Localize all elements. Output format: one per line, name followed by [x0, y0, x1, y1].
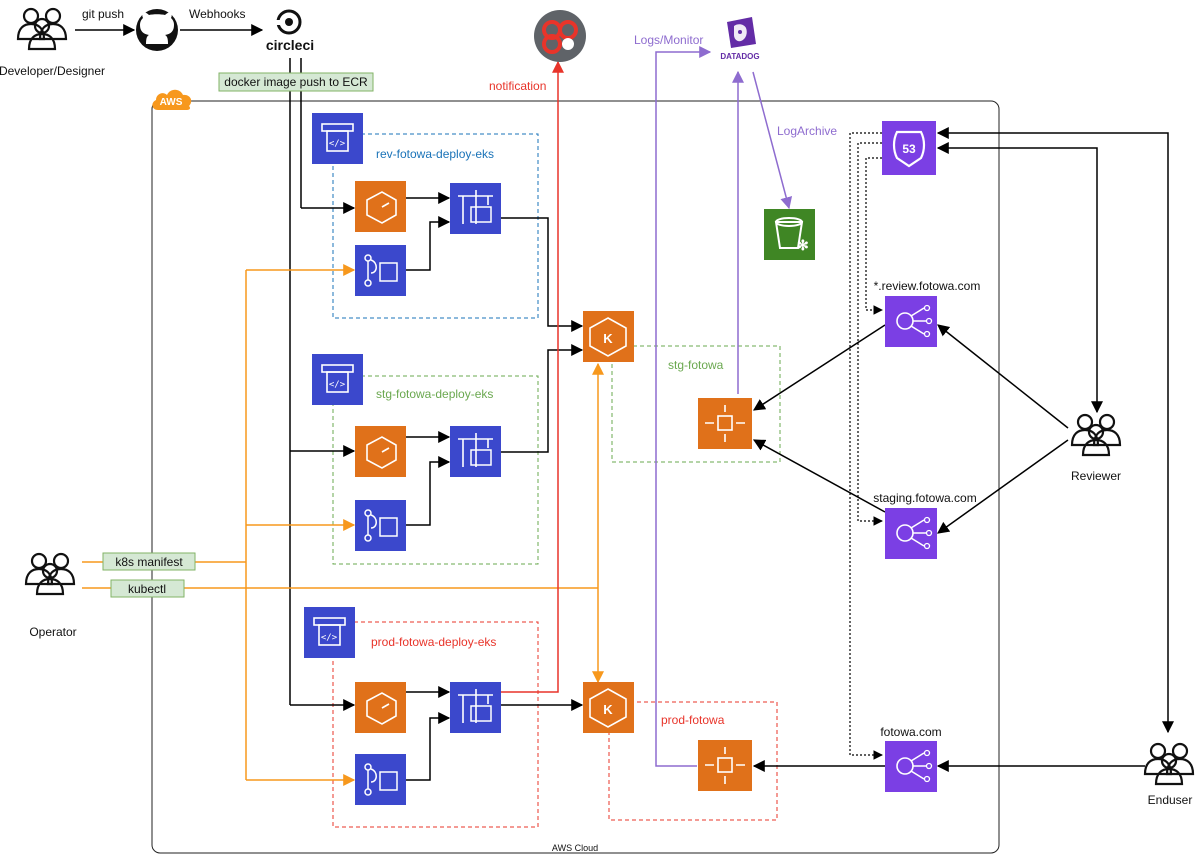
log-archive-label: LogArchive [777, 124, 837, 138]
prod-eks-icon: K [583, 682, 634, 733]
stg-codecommit-icon [355, 500, 406, 551]
reviewer-to-staging-elb [937, 439, 1069, 534]
prod-codebuild-icon: </> [304, 607, 355, 658]
aws-cloud-boundary [151, 100, 1000, 854]
prod-deploy-label: prod-fotowa-deploy-eks [371, 635, 496, 649]
svg-text:</>: </> [329, 380, 346, 390]
svg-text:</>: </> [329, 139, 346, 149]
review-elb-icon [885, 296, 937, 347]
datadog-icon [727, 17, 756, 48]
review-elb-to-stg-lb [752, 324, 886, 411]
rev-codebuild-icon: </> [312, 113, 363, 164]
route53-alias-staging [857, 142, 883, 526]
k8s-manifest-tag-text: k8s manifest [115, 555, 183, 569]
stg-deploy-label: stg-fotowa-deploy-eks [376, 387, 493, 401]
kubectl-tag: kubectl [110, 579, 185, 598]
logs-monitor-arrow [655, 46, 712, 767]
route53-icon: 53 [882, 121, 936, 175]
enduser-icon [1143, 742, 1195, 786]
datadog-label: DATADOG [720, 52, 759, 61]
staging-domain-label: staging.fotowa.com [873, 491, 976, 505]
docker-push-tag-text: docker image push to ECR [224, 75, 368, 89]
circleci-icon [276, 9, 302, 35]
stg-codedeploy-icon [450, 426, 501, 477]
stg-codecommit-to-pipeline [405, 456, 451, 526]
stg-eks-icon: K [583, 311, 634, 362]
log-archive-arrow [752, 71, 793, 210]
operator-label: Operator [29, 625, 76, 639]
stg-pipeline-to-stg-eks [501, 344, 584, 453]
notification-label: notification [489, 79, 546, 93]
svg-text:✻: ✻ [797, 237, 809, 253]
rev-codecommit-icon [355, 245, 406, 296]
notification-arrow [501, 60, 564, 693]
reviewer-label: Reviewer [1071, 469, 1121, 483]
route53-enduser-link [936, 127, 1174, 734]
opsgenie-icon [534, 10, 586, 62]
rev-ecr-icon [355, 181, 406, 232]
aws-badge: AWS [152, 89, 192, 110]
kubectl-tag-text: kubectl [128, 582, 166, 596]
datadog-connectors [655, 46, 793, 767]
route53-alias-review [865, 157, 883, 315]
operator-icon [24, 552, 76, 596]
prod-elb-icon [885, 741, 937, 792]
prod-lb-icon [698, 740, 752, 791]
prod-deploy-group [332, 621, 539, 828]
webhooks-label: Webhooks [189, 7, 245, 21]
route53-alias-lines [849, 132, 883, 760]
svg-text:K: K [603, 331, 613, 346]
route53-alias-prod [849, 132, 883, 760]
git-push-label: git push [82, 7, 124, 21]
prod-ecr-icon [355, 682, 406, 733]
reviewer-to-review-elb [937, 324, 1069, 429]
aws-badge-label: AWS [160, 97, 183, 108]
logs-monitor-label: Logs/Monitor [634, 33, 703, 47]
stg-cluster-group [611, 345, 781, 463]
prod-codedeploy-icon [450, 682, 501, 733]
prod-cluster-group [608, 701, 778, 821]
developer-label: Developer/Designer [0, 64, 105, 78]
s3-glacier-icon: ✻ [764, 209, 815, 260]
svg-text:K: K [603, 702, 613, 717]
staging-elb-to-stg-lb [752, 439, 886, 513]
prod-codecommit-icon [355, 754, 406, 805]
rev-pipeline-to-stg-eks [501, 217, 584, 332]
circleci-label: circleci [266, 37, 314, 53]
rev-deploy-label: rev-fotowa-deploy-eks [376, 147, 494, 161]
docker-push-tag: docker image push to ECR [218, 72, 374, 92]
route53-label: 53 [902, 142, 916, 156]
k8s-manifest-tag: k8s manifest [102, 552, 196, 571]
svg-text:</>: </> [321, 633, 338, 643]
staging-elb-icon [885, 508, 937, 559]
rev-codedeploy-icon [450, 183, 501, 234]
prod-codecommit-to-pipeline [405, 712, 451, 781]
stg-lb-icon [698, 398, 752, 449]
rev-deploy-group [332, 133, 539, 319]
stg-codebuild-icon: </> [312, 354, 363, 405]
reviewer-icon [1070, 413, 1122, 457]
review-domain-label: *.review.fotowa.com [874, 279, 981, 293]
rev-codecommit-to-pipeline [405, 216, 451, 271]
enduser-label: Enduser [1148, 793, 1193, 807]
operator-connectors [82, 264, 604, 786]
prod-domain-label: fotowa.com [880, 725, 941, 739]
aws-cloud-label: AWS Cloud [552, 843, 598, 853]
developer-icon [16, 7, 68, 51]
stg-cluster-label: stg-fotowa [668, 358, 724, 372]
stg-ecr-icon [355, 426, 406, 477]
github-icon [136, 9, 178, 51]
black-connectors [75, 24, 1174, 781]
prod-cluster-label: prod-fotowa [661, 713, 725, 727]
